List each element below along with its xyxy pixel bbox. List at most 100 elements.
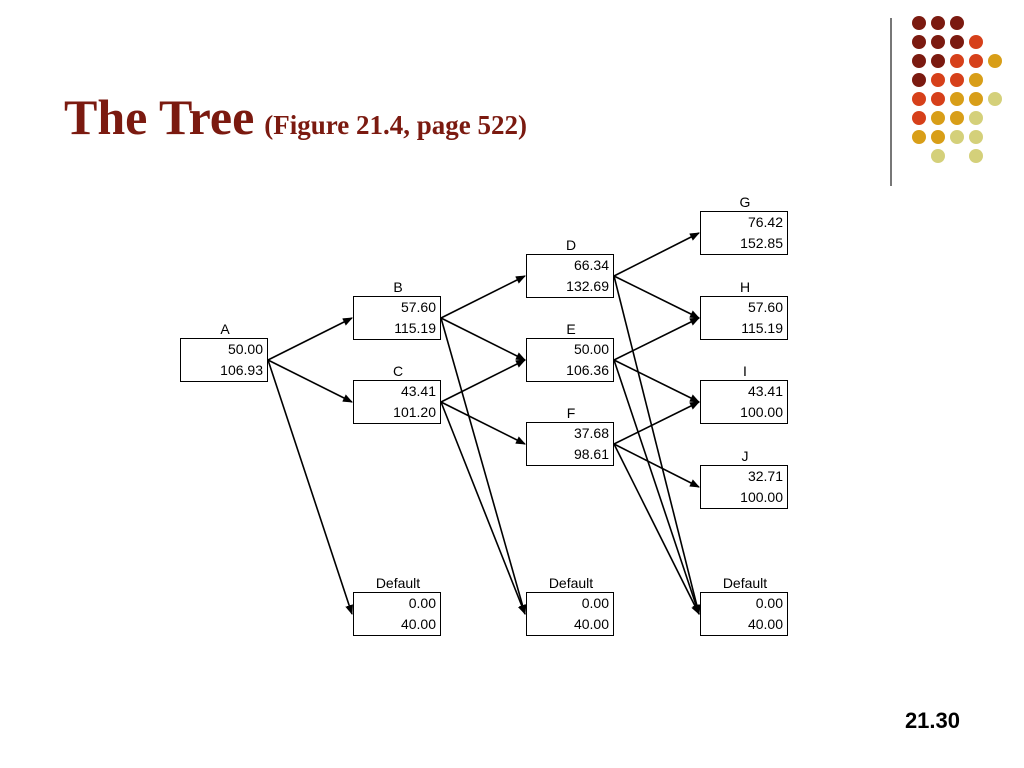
decorative-dot — [950, 35, 964, 49]
node-value2-d3: 40.00 — [747, 616, 783, 632]
node-label-a: A — [220, 321, 230, 337]
node-value2-d: 132.69 — [566, 278, 609, 294]
node-value2-g: 152.85 — [740, 235, 783, 251]
decorative-dot — [912, 35, 926, 49]
edge-e-h — [613, 317, 700, 361]
decorative-dot — [950, 130, 964, 144]
decorative-dot — [912, 130, 926, 144]
node-label-f: F — [566, 405, 576, 421]
node-label-c: C — [392, 363, 404, 379]
decorative-dot — [931, 54, 945, 68]
node-value2-d1: 40.00 — [400, 616, 436, 632]
node-value1-b: 57.60 — [400, 299, 436, 315]
decorative-dot — [931, 16, 945, 30]
decorative-dot — [969, 149, 983, 163]
edge-e-d3 — [613, 359, 700, 615]
title-subtitle: (Figure 21.4, page 522) — [264, 110, 527, 140]
edge-c-d2 — [440, 401, 526, 615]
decorative-dot — [912, 16, 926, 30]
title-main: The Tree — [64, 89, 255, 145]
edge-d-d3 — [613, 275, 701, 615]
node-value2-c: 101.20 — [393, 404, 436, 420]
node-box-f: 37.68 98.61 — [526, 422, 614, 466]
node-box-a: 50.00 106.93 — [180, 338, 268, 382]
decorative-dot — [912, 111, 926, 125]
node-value1-g: 76.42 — [747, 214, 783, 230]
decorative-dot — [931, 111, 945, 125]
node-label-e: E — [566, 321, 576, 337]
decorative-dot — [931, 149, 945, 163]
decorative-dot — [969, 35, 983, 49]
decorative-dot — [912, 73, 926, 87]
edge-a-d1 — [267, 359, 353, 615]
node-value1-d2: 0.00 — [581, 595, 609, 611]
node-value2-d2: 40.00 — [573, 616, 609, 632]
node-box-c: 43.41 101.20 — [353, 380, 441, 424]
node-value2-h: 115.19 — [741, 320, 783, 336]
edge-b-d — [440, 275, 526, 319]
decorative-dot-grid — [912, 16, 1002, 163]
decorative-dot — [969, 130, 983, 144]
node-value2-f: 98.61 — [573, 446, 609, 462]
decorative-dot — [950, 16, 964, 30]
edge-d-h — [613, 275, 700, 319]
node-box-e: 50.00 106.36 — [526, 338, 614, 382]
decorative-dot — [969, 54, 983, 68]
node-label-d: D — [565, 237, 577, 253]
edge-e-i — [613, 359, 700, 403]
edge-c-f — [440, 401, 526, 445]
node-value1-a: 50.00 — [227, 341, 263, 357]
node-label-j: J — [741, 448, 749, 464]
decorative-dot — [950, 92, 964, 106]
edge-b-d2 — [440, 317, 527, 615]
node-value2-a: 106.93 — [220, 362, 263, 378]
decorative-dot — [931, 35, 945, 49]
node-box-h: 57.60 115.19 — [700, 296, 788, 340]
edge-f-i — [613, 401, 700, 445]
edge-b-e — [440, 317, 526, 361]
node-box-b: 57.60 115.19 — [353, 296, 441, 340]
edge-a-b — [267, 317, 353, 361]
node-label-b: B — [393, 279, 403, 295]
node-label-d1: Default — [375, 575, 421, 591]
node-value1-d: 66.34 — [573, 257, 609, 273]
node-value2-b: 115.19 — [394, 320, 436, 336]
node-label-h: H — [739, 279, 751, 295]
node-value2-e: 106.36 — [566, 362, 609, 378]
decorative-dot — [950, 54, 964, 68]
decorative-dot — [969, 111, 983, 125]
node-value1-h: 57.60 — [747, 299, 783, 315]
node-label-i: I — [743, 363, 747, 379]
node-value1-e: 50.00 — [573, 341, 609, 357]
node-value1-c: 43.41 — [400, 383, 436, 399]
page-number: 21.30 — [904, 708, 960, 733]
decorative-dot — [931, 92, 945, 106]
decorative-dot — [969, 92, 983, 106]
decorative-dot — [912, 54, 926, 68]
node-value2-j: 100.00 — [740, 489, 783, 505]
node-label-g: G — [739, 194, 751, 210]
node-value1-d3: 0.00 — [755, 595, 783, 611]
decorative-dot — [950, 73, 964, 87]
decorative-dot — [969, 73, 983, 87]
slide-title: The Tree (Figure 21.4, page 522) — [64, 88, 527, 146]
decorative-dot — [931, 130, 945, 144]
node-value1-f: 37.68 — [573, 425, 609, 441]
node-box-d3: 0.00 40.00 — [700, 592, 788, 636]
edge-f-j — [613, 443, 700, 488]
node-box-g: 76.42 152.85 — [700, 211, 788, 255]
edge-c-e — [440, 359, 526, 403]
node-label-d3: Default — [722, 575, 768, 591]
edge-d-g — [613, 232, 700, 277]
decorative-dot — [912, 92, 926, 106]
decorative-dot — [931, 73, 945, 87]
edge-a-c — [267, 359, 353, 403]
node-value1-j: 32.71 — [747, 468, 783, 484]
edge-f-d3 — [613, 443, 700, 615]
header-divider — [890, 18, 892, 186]
decorative-dot — [950, 111, 964, 125]
node-box-d2: 0.00 40.00 — [526, 592, 614, 636]
node-value1-i: 43.41 — [747, 383, 783, 399]
